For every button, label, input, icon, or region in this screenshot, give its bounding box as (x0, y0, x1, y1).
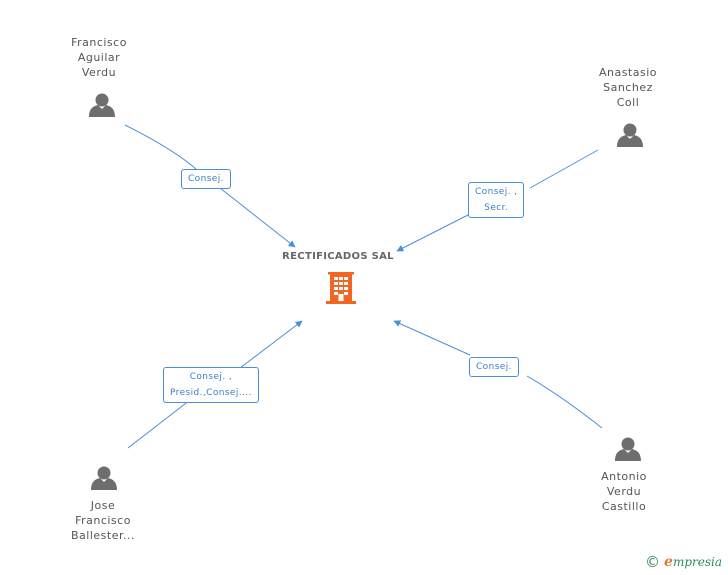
name-line: Verdu (606, 485, 642, 498)
edge-p3 (127, 321, 302, 449)
person-icon[interactable] (89, 93, 115, 118)
role-line: Consej. (188, 174, 224, 184)
name-line: Anastasio (598, 66, 658, 79)
role-line: Consej. (476, 362, 512, 372)
name-line: Coll (616, 96, 640, 109)
role-line: Presid.,Consej.... (170, 388, 252, 398)
role-badge-p3[interactable]: Consej. , Presid.,Consej.... (163, 367, 259, 403)
brand-text: mpresia (672, 555, 722, 569)
name-line: Jose (90, 499, 116, 512)
copyright-icon: © (645, 553, 661, 571)
edge-p1 (124, 124, 295, 247)
person-name-p4[interactable]: Antonio Verdu Castillo (564, 469, 684, 514)
person-name-p3[interactable]: Jose Francisco Ballester... (43, 498, 163, 543)
person-icon[interactable] (91, 466, 117, 491)
edge-p4 (394, 321, 603, 429)
role-badge-p4[interactable]: Consej. (469, 357, 519, 377)
building-icon[interactable] (326, 272, 356, 304)
name-line: Francisco (71, 36, 127, 49)
name-line: Castillo (601, 500, 647, 513)
role-badge-p2[interactable]: Consej. , Secr. (468, 182, 525, 218)
name-line: Antonio (601, 470, 647, 483)
brand-logo[interactable]: empresia (664, 554, 722, 570)
name-line: Verdu (81, 66, 117, 79)
name-line: Francisco (75, 514, 131, 527)
role-line: Secr. (484, 203, 509, 213)
company-name[interactable]: RECTIFICADOS SAL (282, 251, 394, 262)
footer-brand[interactable]: © empresia (645, 553, 722, 571)
person-name-p1[interactable]: Francisco Aguilar Verdu (39, 35, 159, 80)
person-icon[interactable] (615, 437, 641, 462)
role-line: Consej. , (475, 187, 518, 197)
role-line: Consej. , (189, 372, 233, 382)
edge-p2 (397, 149, 599, 251)
name-line: Aguilar (77, 51, 121, 64)
name-line: Ballester... (71, 529, 135, 542)
brand-initial: e (664, 554, 673, 570)
person-name-p2[interactable]: Anastasio Sanchez Coll (568, 65, 688, 110)
person-icon[interactable] (617, 123, 643, 148)
role-badge-p1[interactable]: Consej. (181, 169, 231, 189)
name-line: Sanchez (603, 81, 653, 94)
